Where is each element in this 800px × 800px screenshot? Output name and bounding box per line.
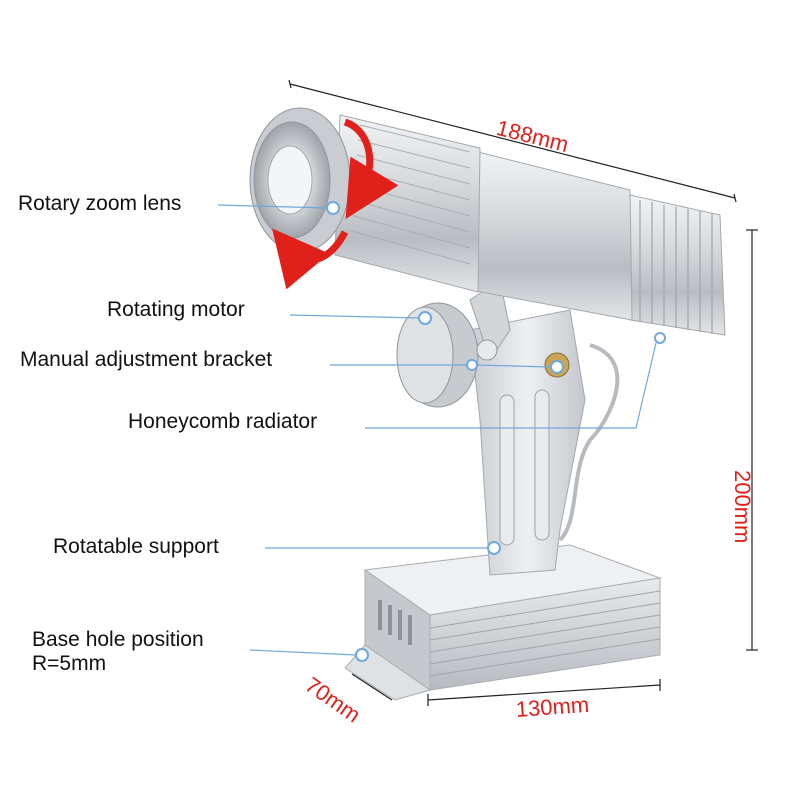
label-honeycomb-radiator: Honeycomb radiator: [128, 410, 318, 433]
label-base-hole-radius: R=5mm: [32, 652, 107, 675]
label-rotatable-support: Rotatable support: [53, 535, 219, 558]
label-rotary-zoom-lens: Rotary zoom lens: [18, 192, 182, 215]
rotation-arrows: [272, 118, 399, 290]
rotating-motor: [396, 279, 620, 542]
projector-body: [249, 107, 726, 344]
leader-lines: [217, 204, 657, 656]
label-manual-adjustment-bracket: Manual adjustment bracket: [20, 348, 273, 371]
dimension-lines: [288, 79, 758, 706]
label-base-hole-position: Base hole position: [32, 628, 204, 651]
label-rotating-motor: Rotating motor: [107, 298, 245, 321]
dimension-width: 130mm: [515, 691, 590, 722]
base-housing: [344, 544, 662, 701]
dimension-height: 200mm: [730, 470, 755, 544]
